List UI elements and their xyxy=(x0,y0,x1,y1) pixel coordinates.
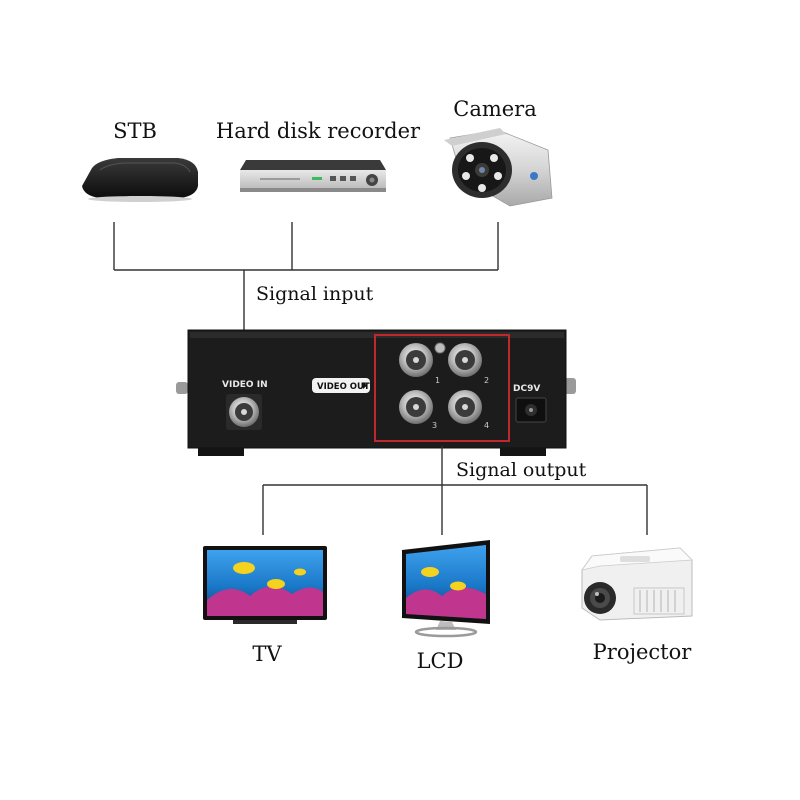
output-bnc-port-1 xyxy=(399,343,433,377)
output-wiring xyxy=(262,446,648,535)
signal-output-label: Signal output xyxy=(456,459,587,481)
dc-power-jack xyxy=(515,397,547,423)
port-number-2: 2 xyxy=(484,376,489,385)
video-splitter-device: VIDEO IN VIDEO OUT xyxy=(176,329,576,456)
output-label-projector: Projector xyxy=(593,640,693,664)
video-out-label: VIDEO OUT xyxy=(317,382,370,392)
output-bnc-port-3 xyxy=(399,390,433,424)
output-ports-highlight xyxy=(374,334,510,442)
output-label-lcd: LCD xyxy=(417,649,464,673)
input-label-camera: Camera xyxy=(453,97,537,121)
output-bnc-port-4 xyxy=(448,390,482,424)
input-label-stb: STB xyxy=(113,119,157,143)
output-bnc-port-2 xyxy=(448,343,482,377)
screw-icon xyxy=(434,342,446,354)
set-top-box-icon xyxy=(82,158,198,202)
security-camera-icon xyxy=(444,128,553,207)
tv-icon xyxy=(203,546,327,624)
port-number-3: 3 xyxy=(432,421,437,430)
video-in-bnc-port xyxy=(226,394,262,430)
port-number-4: 4 xyxy=(484,421,489,430)
lcd-monitor-icon xyxy=(402,540,490,638)
projector-icon xyxy=(581,547,693,621)
input-label-hdd-recorder: Hard disk recorder xyxy=(216,119,421,143)
port-number-1: 1 xyxy=(435,376,440,385)
signal-input-label: Signal input xyxy=(256,283,374,305)
dvr-icon xyxy=(240,160,386,192)
output-label-tv: TV xyxy=(252,642,282,666)
video-in-label: VIDEO IN xyxy=(222,380,268,390)
power-label: DC9V xyxy=(513,384,540,394)
